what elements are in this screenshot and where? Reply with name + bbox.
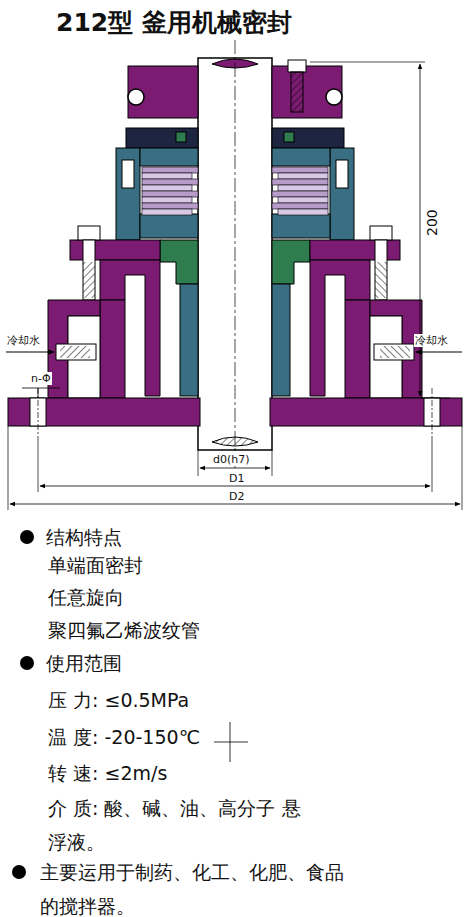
feature-text: 聚四氟乙烯波纹管	[48, 618, 200, 642]
spec-text: 转 速: ≤2m/s	[48, 761, 167, 785]
feature-text: 任意旋向	[48, 585, 124, 609]
spec-text: 压 力: ≤0.5MPa	[48, 688, 189, 712]
section-heading: 结构特点	[46, 525, 122, 549]
dimension-label: d0(h7)	[212, 453, 251, 466]
spec-text: 介 质: 酸、碱、油、高分子 悬浮液。	[48, 791, 310, 859]
flow-label: 冷却水	[6, 334, 41, 347]
application-text: 主要运用于制药、化工、化肥、食品 的搅拌器。	[40, 855, 358, 917]
feature-text: 单端面密封	[48, 553, 143, 577]
dimension-label: n-Φ	[30, 372, 52, 385]
title: 212型 釜用机械密封	[56, 8, 292, 38]
section-heading: 使用范围	[46, 651, 122, 675]
dimension-label: 200	[426, 208, 439, 237]
dimension-label: D1	[228, 472, 245, 485]
flow-label: 冷却水	[414, 334, 449, 347]
spec-text: 温 度: -20-150℃	[48, 725, 200, 749]
dimension-label: D2	[228, 490, 245, 503]
